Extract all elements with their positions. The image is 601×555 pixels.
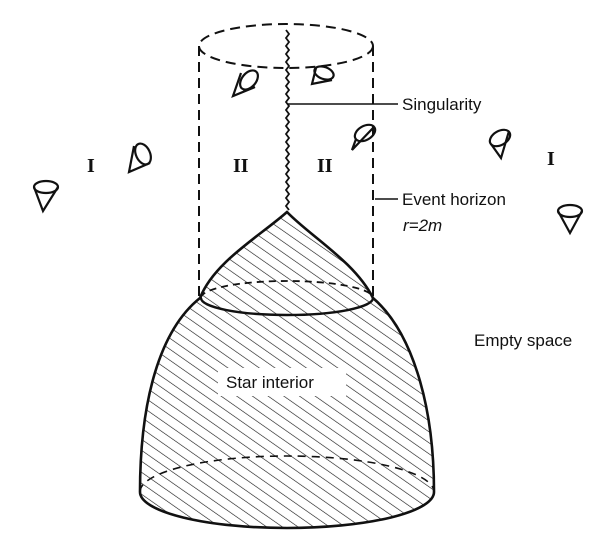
light-cones [32, 65, 584, 236]
region-i-right: I [547, 148, 555, 170]
horizon-crossing-ellipse [199, 280, 375, 317]
event-horizon-formula: r=2m [403, 216, 442, 235]
light-cone-icon [556, 203, 584, 236]
event-horizon-label: Event horizon [402, 190, 506, 209]
singularity-line [284, 29, 291, 211]
singularity-label: Singularity [402, 95, 482, 114]
region-ii-left: II [233, 155, 249, 177]
star-interior-label: Star interior [226, 373, 314, 392]
region-i-left: I [87, 155, 95, 177]
event-horizon-cylinder [198, 23, 374, 298]
region-ii-right: II [317, 155, 333, 177]
star-base-ellipse [139, 455, 435, 493]
empty-space-label: Empty space [474, 331, 572, 350]
light-cone-icon [350, 123, 377, 151]
light-cone-icon [310, 65, 335, 86]
light-cone-icon [488, 128, 512, 161]
star-interior-label-bg [218, 368, 346, 396]
light-cone-icon [127, 142, 152, 174]
light-cone-icon [231, 69, 259, 98]
light-cone-icon [32, 179, 60, 214]
